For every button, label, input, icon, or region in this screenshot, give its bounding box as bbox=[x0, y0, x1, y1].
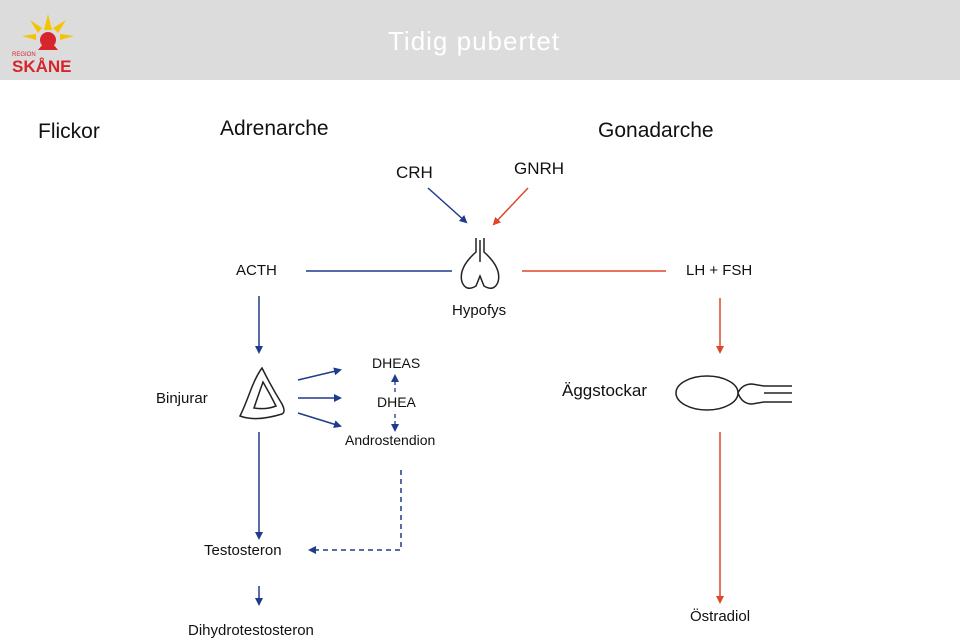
flickor-label: Flickor bbox=[38, 120, 100, 143]
adrenal-arrow-dheas bbox=[297, 367, 342, 381]
aggstockar-label: Äggstockar bbox=[562, 381, 648, 400]
region-skane-logo: REGION SKÅNE bbox=[12, 14, 74, 76]
gnrh-label: GNRH bbox=[514, 159, 565, 178]
lhfsh-label: LH + FSH bbox=[686, 262, 753, 279]
binjurar-shape bbox=[238, 366, 285, 420]
header-bar: REGION SKÅNE Tidig pubertet bbox=[0, 0, 960, 80]
sun-icon bbox=[22, 14, 74, 50]
gonadarche-label: Gonadarche bbox=[598, 119, 714, 142]
page-title: Tidig pubertet bbox=[388, 26, 561, 56]
adrenarche-label: Adrenarche bbox=[220, 117, 329, 140]
aggstockar-shape bbox=[675, 375, 792, 411]
hypofys-label: Hypofys bbox=[452, 302, 507, 319]
binjurar-label: Binjurar bbox=[156, 390, 208, 407]
testosteron-label: Testosteron bbox=[204, 542, 282, 559]
hypofys-shape bbox=[460, 238, 500, 289]
crh-label: CRH bbox=[396, 163, 433, 182]
logo-small-text: REGION bbox=[12, 52, 36, 58]
ostradiol-label: Östradiol bbox=[690, 608, 751, 625]
acth-label: ACTH bbox=[236, 262, 277, 279]
dheas-label: DHEAS bbox=[372, 355, 421, 371]
dihydrotestosteron-label: Dihydrotestosteron bbox=[188, 622, 314, 639]
puberty-diagram bbox=[238, 187, 792, 606]
logo-big-text: SKÅNE bbox=[12, 57, 72, 76]
androstendion-label: Androstendion bbox=[345, 432, 436, 448]
crh-arrow bbox=[427, 187, 468, 224]
dhea-label: DHEA bbox=[377, 394, 416, 410]
androstendion-to-testosteron-dashed bbox=[308, 470, 402, 554]
gnrh-arrow bbox=[492, 187, 529, 226]
adrenal-arrow-androstendion bbox=[297, 412, 342, 429]
